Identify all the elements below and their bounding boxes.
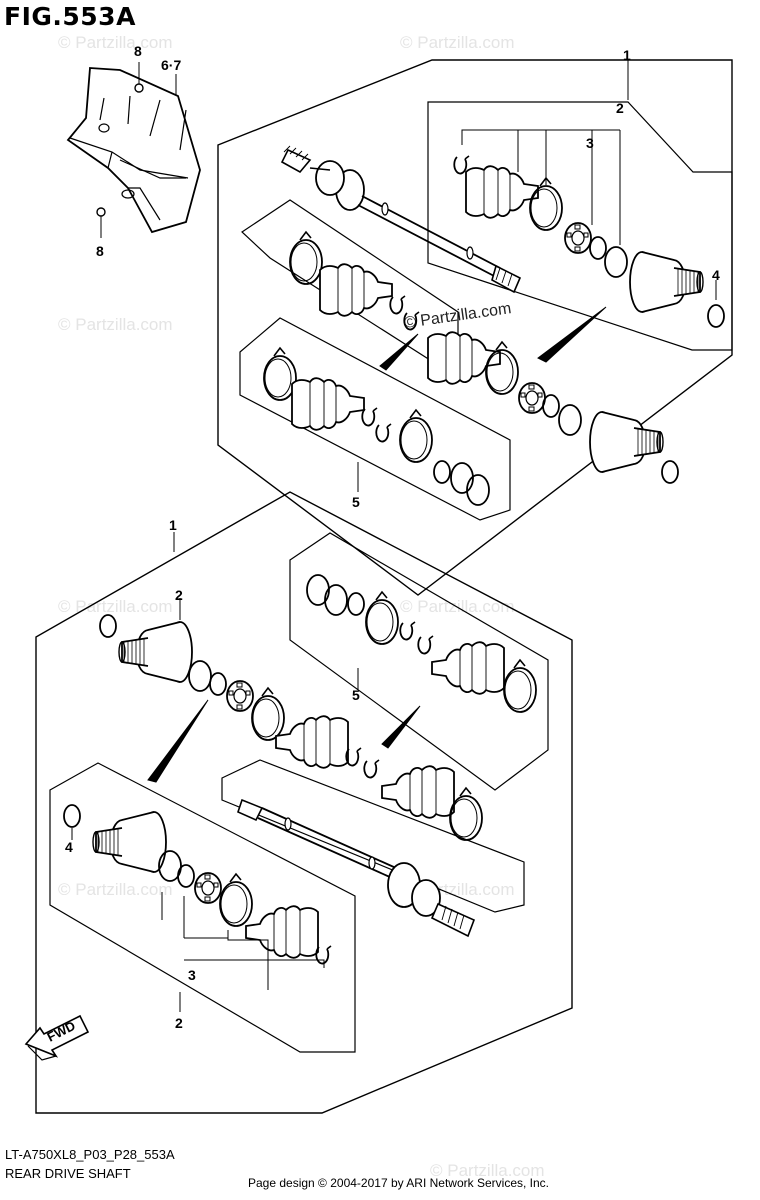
frame-boot-kit-bottom — [289, 532, 549, 791]
clamp-small — [399, 621, 416, 641]
bearing-cage — [518, 382, 546, 414]
frame-boot-kit-top-b — [239, 317, 511, 521]
callout-2-bottom: 2 — [175, 1015, 183, 1031]
frame-assembly-bottom — [35, 491, 573, 1114]
boot — [381, 765, 455, 819]
drive-shaft-top — [280, 145, 522, 294]
frame-assembly-top — [217, 59, 733, 596]
callout-1-top: 1 — [623, 47, 631, 63]
circlip — [589, 236, 607, 260]
snap-ring — [661, 460, 679, 484]
o-ring — [324, 584, 348, 616]
bottom-assembly: 1 2 5 4 3 2 — [35, 491, 573, 1114]
circlip — [177, 864, 195, 888]
circlip — [347, 592, 365, 616]
boot — [291, 377, 365, 431]
frame-joint-bottom-outer — [49, 762, 356, 1053]
watermark-text: © Partzilla.com — [430, 1161, 545, 1180]
fwd-arrow-icon: FWD — [24, 1014, 90, 1061]
frame-shaft-bottom — [221, 759, 525, 913]
circlip — [542, 394, 560, 418]
clamp-large — [399, 409, 433, 463]
callout-5-bottom: 5 — [352, 687, 360, 703]
figure-title: FIG.553A — [4, 2, 136, 31]
circlip — [209, 672, 227, 696]
joint-parts-bottom-top — [99, 614, 421, 783]
circlip — [433, 460, 451, 484]
snap-ring — [99, 614, 117, 638]
o-ring — [466, 474, 490, 506]
boot-kit-bottom-parts — [306, 574, 537, 713]
bolt-icon — [134, 83, 144, 93]
snap-ring — [63, 804, 81, 828]
o-ring — [558, 404, 582, 436]
snap-ring — [707, 304, 725, 328]
clamp-large — [289, 231, 323, 285]
bearing-cage — [226, 680, 254, 712]
clamp-large — [219, 873, 253, 927]
clamp-small — [361, 407, 378, 427]
clamp-large — [251, 687, 285, 741]
callout-1-bottom: 1 — [169, 517, 177, 533]
joint-parts-top-right — [453, 129, 725, 328]
callout-8-bottom: 8 — [96, 243, 104, 259]
boot — [465, 165, 539, 219]
top-assembly: 1 2 3 4 5 — [217, 47, 733, 596]
watermark-text: © Partzilla.com — [58, 880, 173, 899]
joint-parts-top-center — [379, 306, 679, 484]
callout-6-7: 6·7 — [161, 57, 181, 73]
drive-shaft-bottom — [237, 765, 483, 938]
bearing-cage — [194, 872, 222, 904]
clamp-small — [363, 759, 380, 779]
callout-2-top: 2 — [616, 100, 624, 116]
bolt-icon — [96, 207, 106, 217]
callout-4-bottom: 4 — [65, 839, 73, 855]
joint-housing — [589, 411, 664, 473]
clamp-small — [389, 295, 406, 315]
joint-housing — [118, 621, 193, 683]
o-ring — [450, 462, 474, 494]
joint-housing — [629, 251, 704, 313]
boot — [245, 905, 319, 959]
boot-kit-top-b-parts — [263, 347, 490, 506]
frame-joint-top-outer — [427, 101, 733, 351]
diagram-code: LT-A750XL8_P03_P28_553A — [5, 1147, 175, 1162]
page-credit: Page design © 2004-2017 by ARI Network S… — [248, 1176, 550, 1190]
watermark-text: © Partzilla.com — [58, 315, 173, 334]
boot — [431, 641, 505, 695]
callout-3-top: 3 — [586, 135, 594, 151]
boot — [319, 263, 393, 317]
watermark-text: © Partzilla.com — [400, 33, 515, 52]
bracket-assembly: 8 6·7 8 — [66, 43, 201, 259]
clamp-small — [417, 635, 434, 655]
watermark-text: © Partzilla.com — [58, 597, 173, 616]
o-ring — [188, 660, 212, 692]
watermark-text: © Partzilla.com — [58, 33, 173, 52]
callout-2-top-row: 2 — [175, 587, 183, 603]
boot-kit-top-a-parts — [289, 231, 420, 331]
clamp-large — [365, 591, 399, 645]
callout-3-bottom: 3 — [188, 967, 196, 983]
clamp-large — [503, 659, 537, 713]
clamp-small — [375, 423, 392, 443]
joint-housing — [92, 811, 167, 873]
boot — [275, 715, 349, 769]
joint-parts-bottom-left — [63, 804, 332, 990]
callout-4-top: 4 — [712, 267, 720, 283]
bearing-cage — [564, 222, 592, 254]
diagram-name: REAR DRIVE SHAFT — [5, 1166, 131, 1181]
callout-8-top: 8 — [134, 43, 142, 59]
o-ring — [604, 246, 628, 278]
callout-5-top: 5 — [352, 494, 360, 510]
